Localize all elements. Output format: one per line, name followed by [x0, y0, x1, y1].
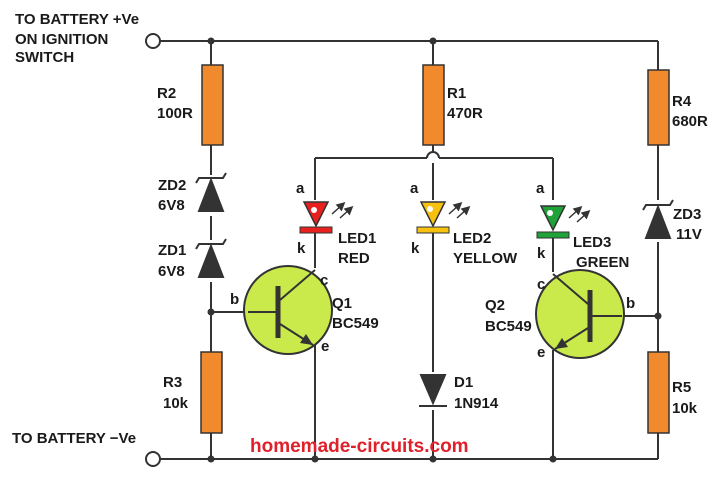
- pos-terminal-label-2: ON IGNITION: [15, 31, 108, 48]
- zener-zd1: [195, 238, 227, 278]
- d1-name: D1: [454, 374, 473, 391]
- r2-value: 100R: [157, 105, 193, 122]
- led2-anode-pin: a: [410, 180, 419, 197]
- q2-collector-pin: c: [537, 276, 545, 293]
- led3-cathode-pin: k: [537, 245, 546, 262]
- negative-terminal: [145, 451, 161, 467]
- r2-name: R2: [157, 85, 176, 102]
- zd3-value: 11V: [676, 226, 702, 243]
- q2-emitter-pin: e: [537, 344, 545, 361]
- resistor-r5: [647, 351, 670, 434]
- r5-value: 10k: [672, 400, 698, 417]
- led1-red: [299, 201, 354, 234]
- zener-zd3: [642, 199, 674, 239]
- wires: [160, 40, 659, 460]
- resistor-r2: [201, 64, 224, 146]
- q1-emitter-pin: e: [321, 338, 329, 355]
- zd1-value: 6V8: [158, 263, 185, 280]
- diode-d1: [419, 374, 447, 407]
- r5-name: R5: [672, 379, 691, 396]
- led2-cathode-pin: k: [411, 240, 420, 257]
- r1-value: 470R: [447, 105, 483, 122]
- watermark-text: homemade-circuits.com: [250, 436, 469, 457]
- wire-crossover: [426, 151, 440, 159]
- zener-zd2: [195, 172, 227, 212]
- resistor-r3: [200, 351, 223, 434]
- r1-name: R1: [447, 85, 466, 102]
- q2-name: Q2: [485, 297, 505, 314]
- led3-name: LED3: [573, 234, 611, 251]
- pos-terminal-label-1: TO BATTERY +Ve: [15, 11, 139, 28]
- junction-dots: [207, 37, 662, 463]
- r3-value: 10k: [163, 395, 189, 412]
- r4-value: 680R: [672, 113, 708, 130]
- led3-anode-pin: a: [536, 180, 545, 197]
- neg-terminal-label: TO BATTERY −Ve: [12, 430, 136, 447]
- r4-name: R4: [672, 93, 692, 110]
- q1-value: BC549: [332, 315, 379, 332]
- led1-name: LED1: [338, 230, 376, 247]
- led2-name: LED2: [453, 230, 491, 247]
- zd3-name: ZD3: [673, 206, 701, 223]
- pos-terminal-label-3: SWITCH: [15, 49, 74, 66]
- led3-value: GREEN: [576, 254, 629, 271]
- positive-terminal: [145, 33, 161, 49]
- r3-name: R3: [163, 374, 182, 391]
- zd1-name: ZD1: [158, 242, 186, 259]
- d1-value: 1N914: [454, 395, 499, 412]
- zd2-value: 6V8: [158, 197, 185, 214]
- resistor-r1: [422, 64, 445, 146]
- led1-anode-pin: a: [296, 180, 305, 197]
- led2-yellow: [416, 201, 471, 234]
- q2-value: BC549: [485, 318, 532, 335]
- q1-collector-pin: c: [320, 272, 328, 289]
- led3-green: [536, 205, 591, 239]
- resistor-r4: [647, 69, 670, 146]
- q2-base-pin: b: [626, 295, 635, 312]
- zd2-name: ZD2: [158, 177, 186, 194]
- led1-value: RED: [338, 250, 370, 267]
- led1-cathode-pin: k: [297, 240, 306, 257]
- q1-name: Q1: [332, 295, 352, 312]
- led2-value: YELLOW: [453, 250, 518, 267]
- transistor-q1: [243, 265, 333, 355]
- q1-base-pin: b: [230, 291, 239, 308]
- transistor-q2: [535, 269, 625, 359]
